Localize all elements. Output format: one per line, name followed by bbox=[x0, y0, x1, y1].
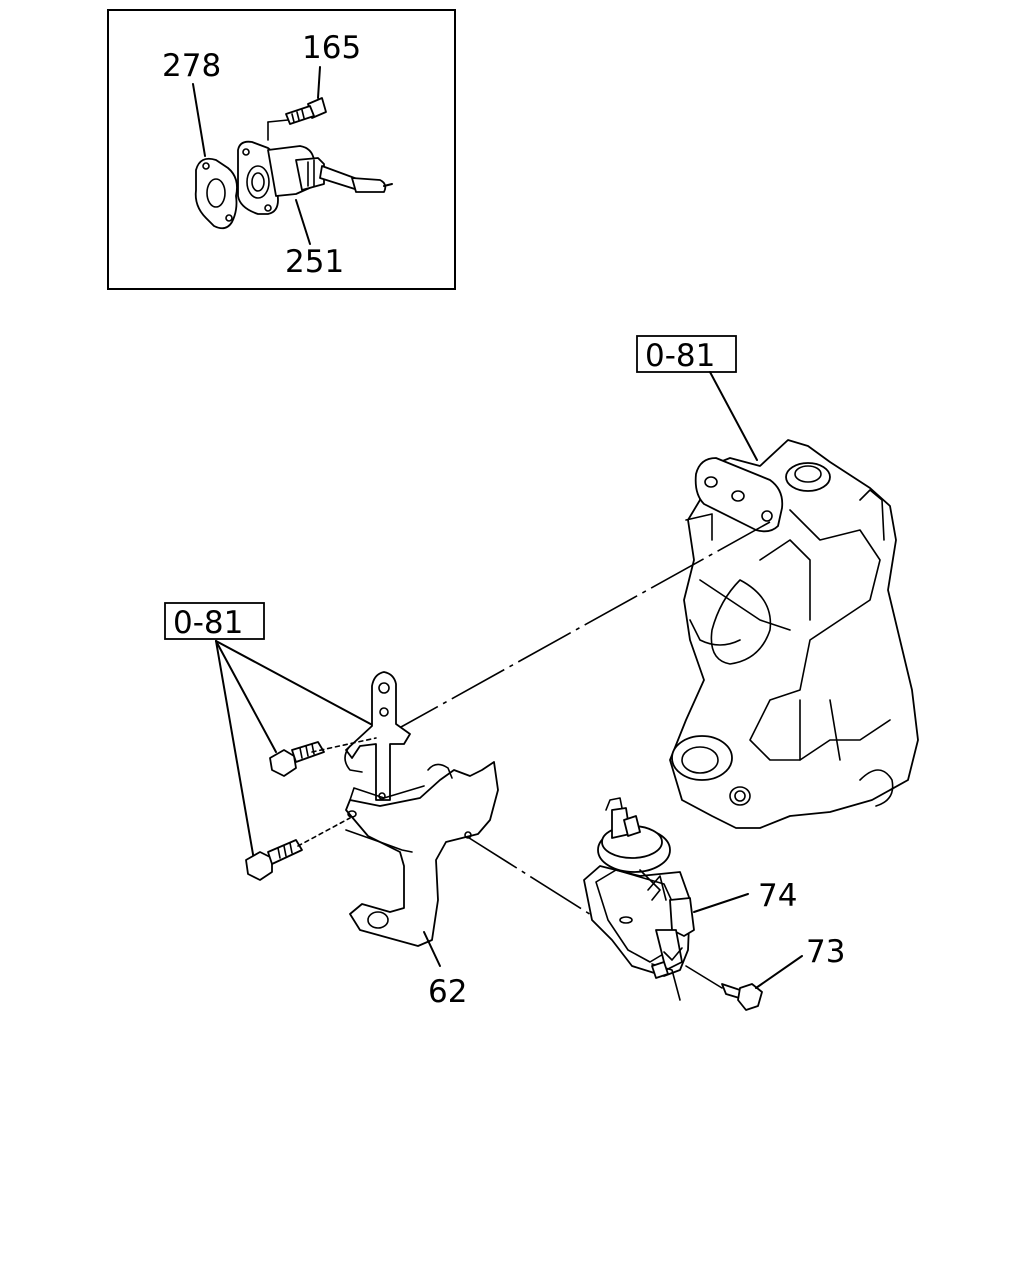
label-ref-bolts: 0-81 bbox=[173, 605, 243, 641]
injection-pump-housing bbox=[669, 439, 919, 829]
label-74: 74 bbox=[758, 878, 797, 914]
inset-frame bbox=[107, 9, 456, 290]
bolt-lower bbox=[245, 817, 351, 881]
bracket-62 bbox=[345, 761, 499, 967]
label-62: 62 bbox=[428, 974, 467, 1010]
bolt-upper bbox=[269, 737, 377, 777]
label-251: 251 bbox=[285, 244, 344, 280]
label-165: 165 bbox=[302, 30, 361, 66]
label-ref-pump: 0-81 bbox=[645, 338, 715, 374]
ref-box-pump: 0-81 bbox=[636, 335, 758, 461]
screw-73 bbox=[685, 955, 803, 1011]
switch-74 bbox=[583, 797, 749, 1001]
sensor-251 bbox=[237, 140, 393, 215]
label-73: 73 bbox=[806, 934, 845, 970]
label-278: 278 bbox=[162, 48, 221, 84]
inset-detail: 278 165 251 bbox=[107, 9, 456, 290]
centre-line-bracket-to-switch bbox=[465, 835, 597, 919]
ref-box-bolts: 0-81 bbox=[164, 602, 379, 861]
gasket-278 bbox=[194, 157, 238, 230]
mounting-plate bbox=[344, 671, 411, 801]
bolt-165 bbox=[267, 97, 327, 141]
centre-line-bracket-to-pump bbox=[391, 521, 771, 733]
